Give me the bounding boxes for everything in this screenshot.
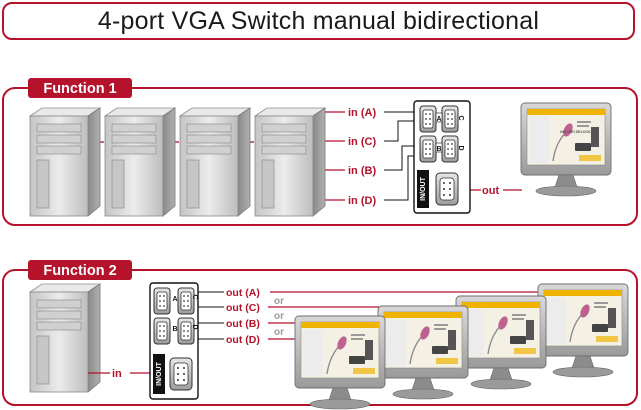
vga-connector-icon	[441, 135, 459, 163]
pc-tower-icon	[104, 107, 176, 217]
f1-output-label: out	[482, 185, 499, 197]
kvm-switch-icon: A B C D IN/OUT	[149, 282, 199, 400]
f2-input-label: in	[112, 368, 122, 380]
vga-connector-icon	[177, 317, 195, 345]
port-label: D	[457, 145, 464, 150]
pc-tower-icon	[29, 107, 101, 217]
or-separator: or	[274, 296, 284, 307]
port-label: D	[191, 324, 198, 329]
monitor-icon	[377, 305, 469, 400]
f1-input-label: in (B)	[348, 165, 376, 177]
vga-connector-icon	[153, 287, 171, 315]
f2-output-label: out (C)	[226, 302, 260, 314]
f1-input-label: in (C)	[348, 136, 376, 148]
vga-connector-icon	[441, 105, 459, 133]
monitor-icon	[537, 283, 629, 378]
screen-heading: NEU BEI DELOCK	[560, 130, 591, 134]
kvm-switch-icon: A B C D IN/OUT	[413, 100, 471, 214]
vga-connector-icon	[435, 172, 459, 206]
vga-connector-icon	[419, 135, 437, 163]
vga-connector-icon	[419, 105, 437, 133]
or-separator: or	[274, 327, 284, 338]
monitor-icon	[294, 315, 386, 410]
f2-output-label: out (B)	[226, 318, 260, 330]
port-label: B	[172, 326, 177, 333]
pc-tower-icon	[29, 283, 101, 393]
vga-connector-icon	[177, 287, 195, 315]
function1-frame	[2, 87, 638, 226]
port-label: A	[172, 296, 177, 303]
port-label: A	[436, 116, 441, 123]
f2-output-label: out (D)	[226, 334, 260, 346]
port-label: C	[191, 294, 198, 299]
f2-output-label: out (A)	[226, 287, 260, 299]
inout-label: IN/OUT	[420, 176, 427, 200]
f1-input-label: in (D)	[348, 195, 376, 207]
vga-connector-icon	[169, 357, 193, 391]
pc-tower-icon	[254, 107, 326, 217]
port-label: C	[457, 115, 464, 120]
inout-label: IN/OUT	[156, 361, 163, 385]
or-separator: or	[274, 311, 284, 322]
function1-label: Function 1	[43, 81, 116, 97]
port-label: B	[436, 146, 441, 153]
function2-label: Function 2	[43, 263, 116, 279]
function2-tab	[28, 260, 132, 280]
monitor-icon	[520, 102, 612, 197]
vga-connector-icon	[153, 317, 171, 345]
diagram-title: 4-port VGA Switch manual bidirectional	[2, 2, 635, 40]
monitor-icon	[455, 295, 547, 390]
f2-leaders	[198, 291, 224, 340]
pc-tower-icon	[179, 107, 251, 217]
function1-tab	[28, 78, 132, 98]
f1-input-label: in (A)	[348, 107, 376, 119]
